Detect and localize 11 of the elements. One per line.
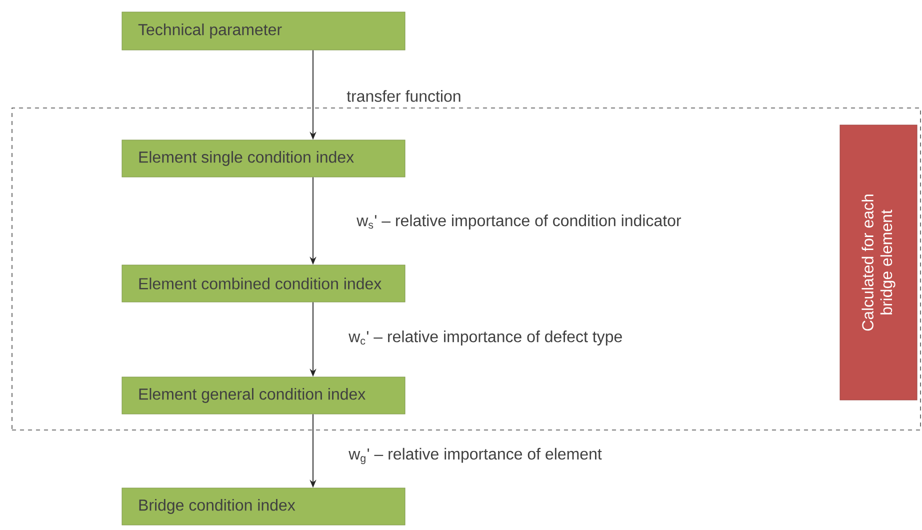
- process-box: Element combined condition index: [122, 264, 406, 302]
- edge-label: w$_{c}$' – relative importance of defect type: [347, 329, 624, 347]
- process-box: Technical parameter: [122, 12, 406, 50]
- process-box: Element single condition index: [122, 140, 406, 178]
- edge-label: w$_{g}$' – relative importance of element: [347, 446, 604, 466]
- dashed-frame: [12, 108, 921, 430]
- edge-label: w$_{s}$' – relative importance of condition indicator: [355, 213, 683, 231]
- edge-label: transfer function: [345, 88, 463, 104]
- process-box: Bridge condition index: [122, 488, 406, 526]
- note-box: Calculated for each bridge element: [840, 124, 918, 400]
- process-box: Element general condition index: [122, 376, 406, 414]
